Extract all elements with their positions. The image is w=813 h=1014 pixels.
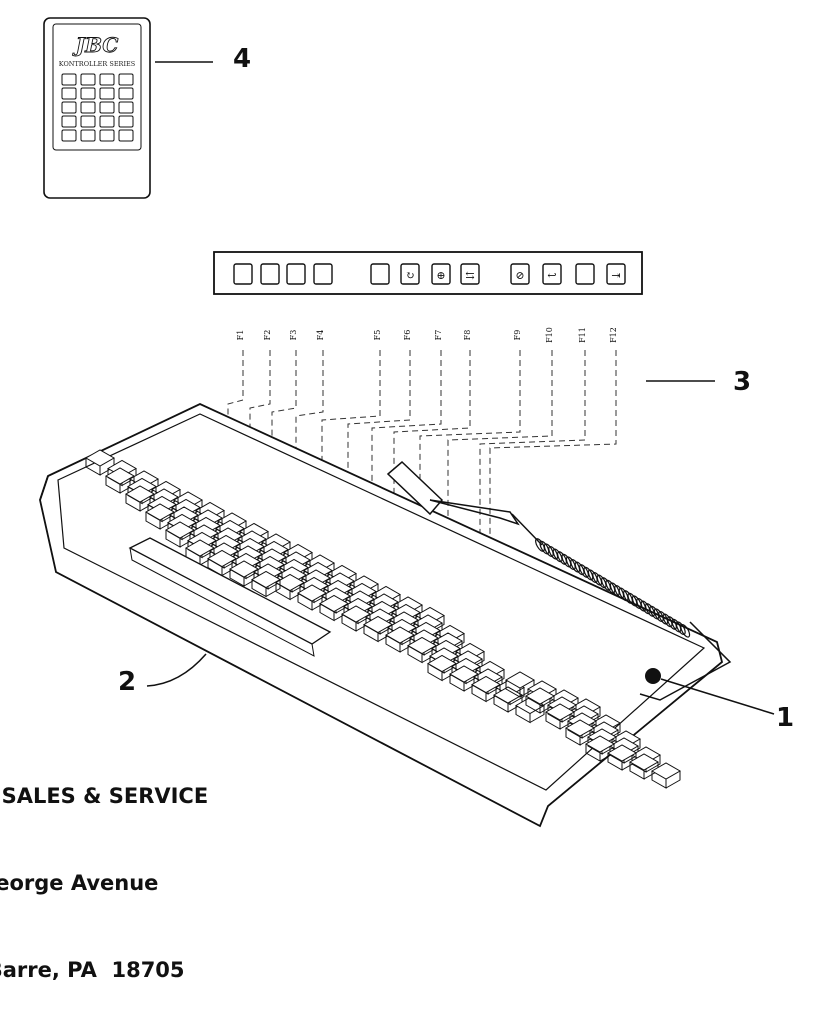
callout-3: 3 <box>733 367 752 397</box>
remote-subtitle: KONTROLLER SERIES <box>59 60 135 68</box>
remote-key <box>118 87 134 100</box>
function-key <box>233 263 253 285</box>
function-key-label: F8 <box>463 330 472 341</box>
scanner-wand <box>386 460 732 701</box>
remote-key <box>80 115 96 128</box>
address-line-3: -Barre, PA 18705 <box>0 958 185 982</box>
function-key-label: F12 <box>609 327 618 343</box>
keyboard <box>39 403 724 828</box>
remote-key <box>99 129 115 142</box>
function-key-label: F9 <box>513 330 522 341</box>
remote-brand: JBC <box>72 33 119 57</box>
function-key <box>260 263 280 285</box>
callout-4: 4 <box>233 44 252 74</box>
remote-key <box>80 129 96 142</box>
function-key-label: F1 <box>236 330 245 341</box>
remote-key <box>80 73 96 86</box>
remote-key <box>61 87 77 100</box>
svg-text:↻: ↻ <box>405 269 414 282</box>
svg-text:⊕: ⊕ <box>436 269 445 282</box>
remote-key <box>80 101 96 114</box>
address-line-2: George Avenue <box>0 871 159 895</box>
function-key <box>575 263 595 285</box>
svg-text:⇥: ⇥ <box>611 269 620 282</box>
function-key-label: F10 <box>545 327 554 343</box>
function-key: ⊕ <box>431 263 451 285</box>
remote-key <box>61 115 77 128</box>
remote-key <box>99 115 115 128</box>
function-key-label: F5 <box>373 330 382 341</box>
remote-key <box>99 101 115 114</box>
function-key-label: F11 <box>578 327 587 343</box>
remote-key <box>118 101 134 114</box>
function-key-label: F7 <box>434 330 443 341</box>
remote-key <box>99 87 115 100</box>
remote-control: JBC KONTROLLER SERIES <box>43 17 151 199</box>
function-key <box>286 263 306 285</box>
remote-key <box>80 87 96 100</box>
function-key: ⇆ <box>460 263 480 285</box>
function-key: ↩ <box>542 263 562 285</box>
function-key <box>313 263 333 285</box>
remote-key <box>118 73 134 86</box>
function-key: ↻ <box>400 263 420 285</box>
address-line-1: A SALES & SERVICE <box>0 784 209 808</box>
callout-1: 1 <box>776 703 795 733</box>
address-block: A SALES & SERVICE George Avenue -Barre, … <box>0 724 208 1014</box>
callout-2: 2 <box>118 667 137 697</box>
function-key-label: F2 <box>263 330 272 341</box>
indicator-light <box>645 668 661 684</box>
function-key: ⊘ <box>510 263 530 285</box>
function-key-label: F4 <box>316 330 325 341</box>
remote-key <box>61 73 77 86</box>
svg-text:↩: ↩ <box>547 269 556 282</box>
function-key-label: F6 <box>403 330 412 341</box>
function-key-label: F3 <box>289 330 298 341</box>
remote-key <box>61 101 77 114</box>
svg-text:⇆: ⇆ <box>465 269 474 282</box>
remote-key <box>118 115 134 128</box>
function-key-strip: F1 F2 F3 F4 F5 ↻ F6 ⊕ F7 ⇆ F8 ⊘ F9 ↩ F10 F11 ⇥ F12 <box>213 251 643 343</box>
remote-key <box>61 129 77 142</box>
remote-key <box>118 129 134 142</box>
remote-key <box>99 73 115 86</box>
svg-text:⊘: ⊘ <box>515 269 524 282</box>
function-key: ⇥ <box>606 263 626 285</box>
function-key <box>370 263 390 285</box>
